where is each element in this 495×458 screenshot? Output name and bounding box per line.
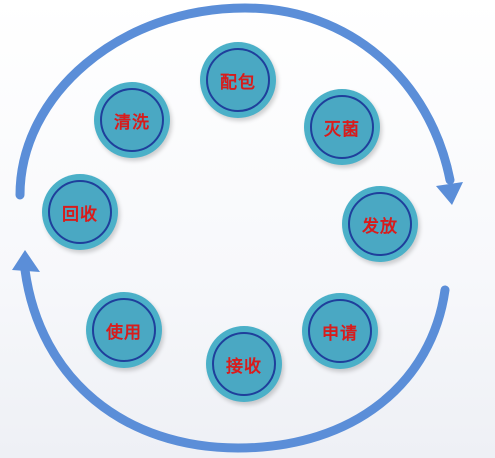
node-qingxi: 清洗 [94,82,170,158]
node-jieshou: 接收 [206,326,282,402]
node-shiyong: 使用 [86,292,162,368]
node-label: 清洗 [114,112,150,133]
node-label: 配包 [220,72,256,93]
node-label: 使用 [106,322,142,343]
node-huishou: 回收 [42,174,118,250]
node-label: 灭菌 [324,119,360,140]
node-label: 接收 [226,356,262,377]
node-peibao: 配包 [200,42,276,118]
node-label: 回收 [62,204,98,225]
arrow-lower-head [12,250,40,272]
arrow-upper-arc [15,3,455,200]
node-fafang: 发放 [342,186,418,262]
node-label: 发放 [362,216,398,237]
node-label: 申请 [322,323,358,344]
arrow-upper-head [436,182,463,205]
arrow-lower-arc [20,265,450,453]
node-miejun: 灭菌 [304,89,380,165]
node-shenqing: 申请 [302,293,378,369]
